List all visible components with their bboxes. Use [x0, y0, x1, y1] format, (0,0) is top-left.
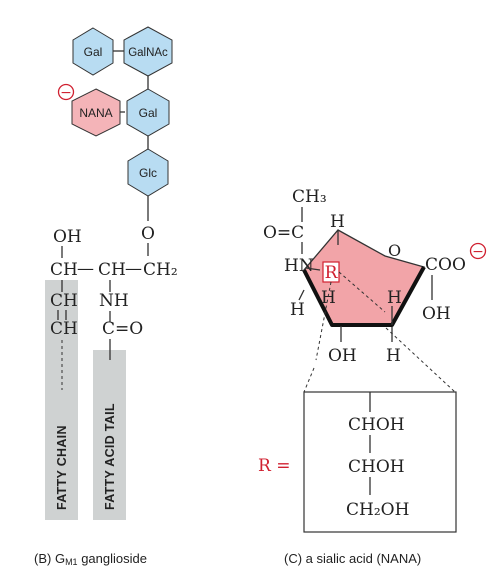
carboxylate-charge-icon — [469, 242, 487, 260]
ring-h-inner-left: H — [321, 288, 336, 308]
fatty-acid-tail-bar — [93, 350, 126, 520]
panel-c-caption: (C) a sialic acid (NANA) — [284, 551, 421, 566]
ring-front-edge — [302, 266, 426, 327]
gal-top-label: Gal — [84, 45, 103, 59]
chain-ch-4: CH — [50, 319, 78, 339]
glc-label: Glc — [139, 166, 157, 180]
bond-h-left — [298, 289, 305, 301]
gal-top-hexagon — [72, 27, 114, 76]
hydroxyl-label: OH — [53, 227, 82, 247]
panel-c-sialic-acid: CH₃ O=C HN H O COO − OH R H H H OH — [258, 187, 487, 566]
fatty-acid-tail-label: FATTY ACID TAIL — [103, 403, 117, 510]
r-group-expansion-box — [303, 391, 457, 533]
bond-hn-ring — [305, 267, 321, 271]
hydroxyl-bottom: OH — [328, 346, 357, 366]
panel-b-ganglioside: Gal GalNAc NANA Gal Glc − O OH CH — CH —… — [34, 26, 178, 567]
acetyl-carbonyl: O=C — [263, 223, 304, 243]
negative-charge-icon — [57, 83, 75, 101]
panel-b-caption: (B) GM1 ganglioside — [34, 551, 147, 567]
dashed-bond-ring — [338, 271, 386, 313]
fatty-chain-label: FATTY CHAIN — [55, 425, 69, 510]
backbone-ch2: CH₂ — [143, 260, 178, 280]
chain-choh-2: CHOH — [348, 457, 405, 477]
methyl-group: CH₃ — [292, 187, 327, 207]
zoom-line-left — [303, 367, 315, 393]
negative-charge-sign: − — [60, 85, 72, 101]
r-group-label: R — [325, 263, 339, 283]
chain-choh-1: CHOH — [348, 415, 405, 435]
nana-hexagon — [71, 88, 121, 137]
backbone-dash-2: — — [125, 259, 142, 279]
amide-hn: HN — [284, 256, 314, 276]
backbone-dash-1: — — [77, 259, 94, 279]
carboxylate-charge-sign: − — [472, 244, 484, 260]
dashed-bond-r — [315, 281, 332, 361]
ring-h-top: H — [330, 212, 345, 232]
amide-nh: NH — [99, 291, 129, 311]
galnac-label: GalNAc — [128, 47, 168, 59]
galnac-hexagon — [123, 26, 173, 77]
gal-mid-label: Gal — [139, 106, 158, 120]
chain-ch-3: CH — [50, 291, 78, 311]
ring-oxygen: O — [388, 241, 401, 260]
ring-h-bottom: H — [386, 346, 401, 366]
pyranose-ring — [303, 229, 425, 326]
zoom-line-right — [385, 327, 456, 393]
backbone-ch-2: CH — [98, 260, 126, 280]
chain-ch2oh: CH₂OH — [346, 500, 409, 520]
backbone-ch-1: CH — [50, 260, 78, 280]
nana-label: NANA — [79, 106, 112, 120]
gal-mid-hexagon — [126, 88, 170, 137]
ring-h-left: H — [290, 300, 305, 320]
glc-hexagon — [127, 148, 169, 197]
amide-carbonyl: C=O — [102, 319, 143, 339]
hydroxyl-right: OH — [422, 304, 451, 324]
carboxylate: COO — [425, 255, 466, 275]
r-equals-label: R = — [258, 456, 290, 476]
ring-h-inner-right: H — [387, 288, 402, 308]
fatty-chain-bar — [45, 280, 78, 520]
glycosidic-oxygen: O — [141, 224, 155, 244]
